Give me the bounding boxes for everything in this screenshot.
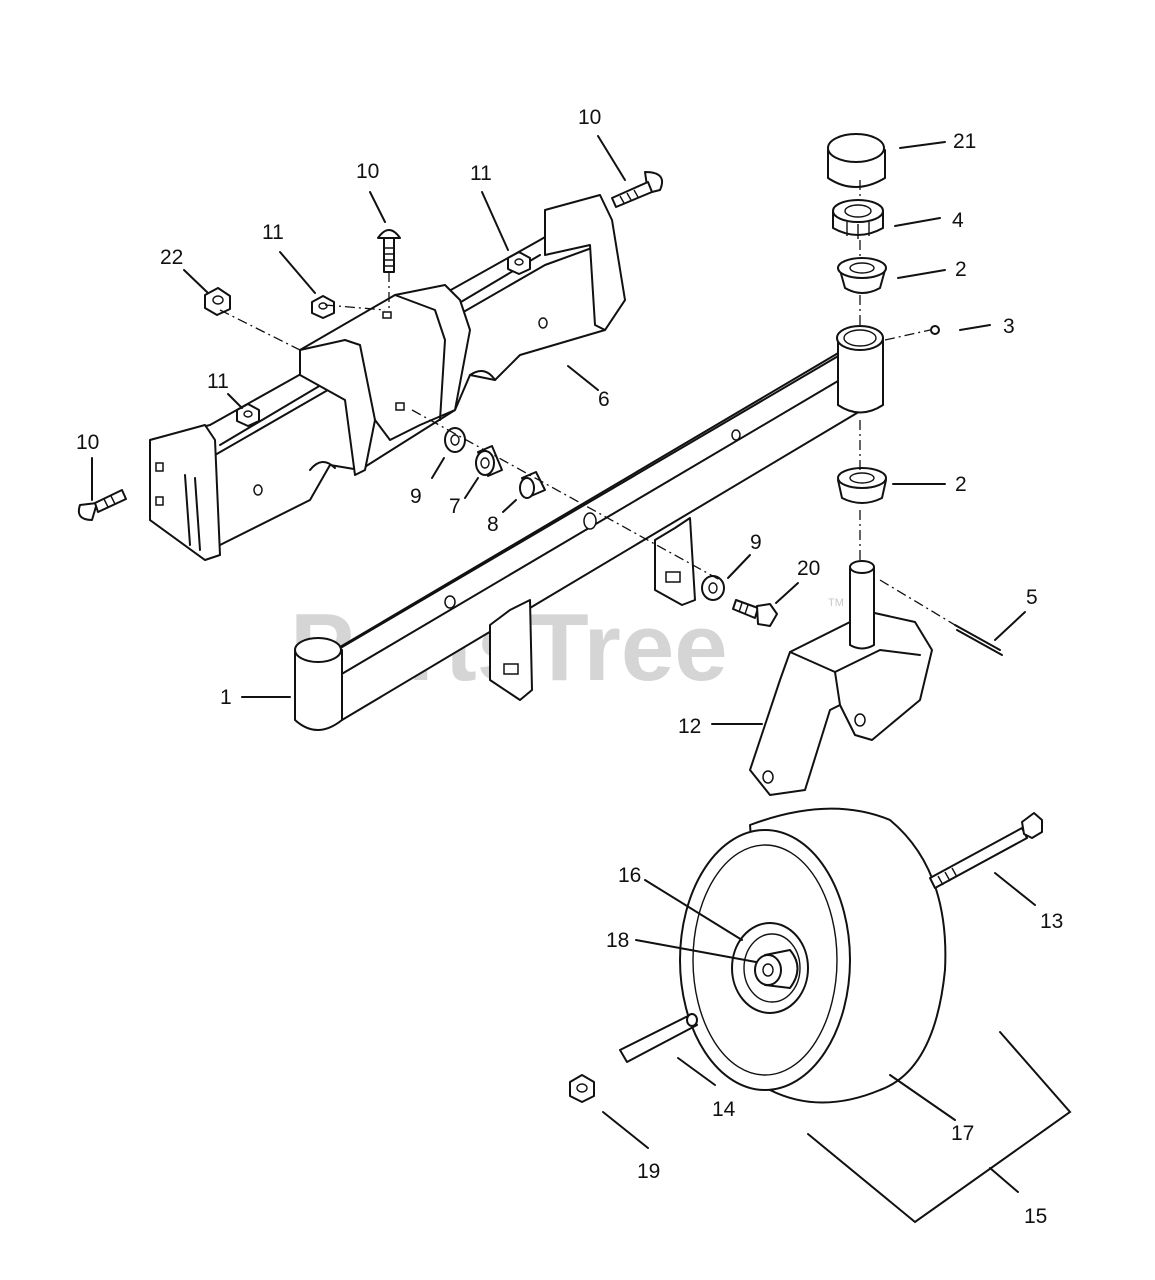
callout-5: 5 [1026,586,1038,609]
callout-19: 19 [637,1160,660,1183]
part-7-spacer [475,445,503,477]
callout-21: 21 [953,130,976,153]
callout-2-upper: 2 [955,258,967,281]
part-13-bolt [929,812,1043,889]
callout-22: 22 [160,246,183,269]
callout-2-lower: 2 [955,473,967,496]
callout-8: 8 [487,513,499,536]
callout-11-left: 11 [207,370,229,393]
part-9-washer-upper [444,427,466,453]
callout-labels: 21 4 2 3 2 5 6 10 10 10 11 11 11 22 9 9 … [76,106,1063,1228]
part-14-axle-sleeve [619,1013,698,1063]
part-10-bolt-left [77,489,127,521]
callout-12: 12 [678,715,701,738]
part-11-nut-upper [311,295,335,319]
part-4-castle-nut [832,199,884,239]
callout-10-right: 10 [578,106,601,129]
part-11-nut-left [236,403,260,427]
part-1-axle-beam [294,325,884,731]
callout-7: 7 [449,495,461,518]
part-10-bolt-right [611,171,664,208]
callout-11-top: 11 [262,221,284,244]
part-11-nut-right [507,251,531,275]
part-22-hex-nut [204,287,231,316]
part-12-caster-fork [749,560,933,796]
callout-6: 6 [598,388,610,411]
part-19-nut [569,1074,595,1103]
part-21-cap [827,133,886,188]
callout-16: 16 [618,864,641,887]
callout-1: 1 [220,686,232,709]
leader-lines [91,135,1072,1224]
part-5-cotter-pin [954,624,1003,656]
part-18-bearing [754,949,799,989]
callout-14: 14 [712,1098,736,1121]
assembly-lines [219,180,961,629]
callout-15: 15 [1024,1205,1047,1228]
callout-4: 4 [952,209,964,232]
part-8-bushing [519,471,546,499]
callout-10-top: 10 [356,160,379,183]
part-6-bracket-assembly [149,194,626,561]
callout-3: 3 [1003,315,1015,338]
callout-13: 13 [1040,910,1063,933]
watermark-trademark: TM [828,597,844,609]
callout-9-upper: 9 [410,485,422,508]
part-3-grease-fitting [930,325,940,335]
part-2-bushing-upper [837,257,887,294]
callout-10-left: 10 [76,431,99,454]
part-2-bushing-lower [837,467,887,504]
callout-20: 20 [797,557,820,580]
callout-11-right: 11 [470,162,492,185]
part-10-bolt-top [377,229,401,273]
callout-17: 17 [951,1122,974,1145]
callout-18: 18 [606,929,629,952]
callout-9-lower: 9 [750,531,762,554]
part-9-washer-lower [701,575,725,601]
part-20-bolt [732,599,778,627]
